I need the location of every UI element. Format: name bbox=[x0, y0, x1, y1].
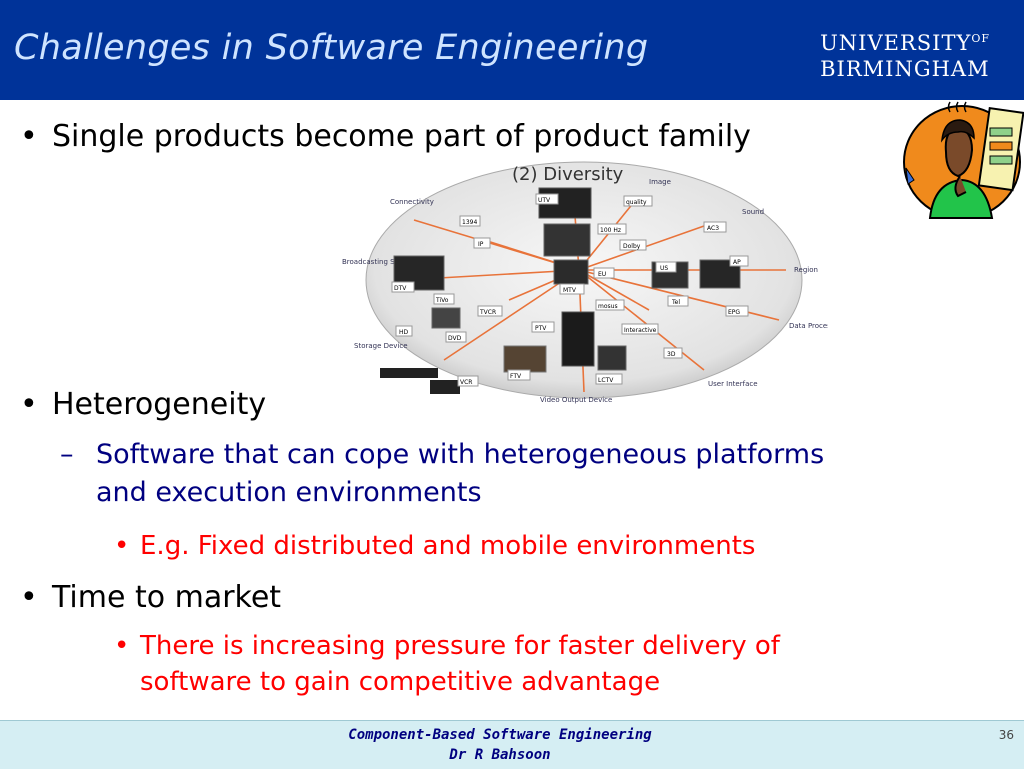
svg-text:100 Hz: 100 Hz bbox=[600, 227, 621, 234]
thinking-person-icon bbox=[903, 101, 1024, 219]
svg-text:Tel: Tel bbox=[671, 299, 680, 306]
dash-marker: – bbox=[60, 439, 74, 470]
logo-line1: UNIVERSITY bbox=[820, 31, 972, 55]
svg-text:PTV: PTV bbox=[535, 325, 547, 332]
bullet-marker: • bbox=[20, 580, 38, 615]
bullet-marker: • bbox=[20, 387, 38, 422]
diagram-title: (2) Diversity bbox=[512, 164, 624, 185]
bullet-3-text: Time to market bbox=[52, 580, 282, 615]
logo-line2: BIRMINGHAM bbox=[820, 57, 990, 81]
slide-title: Challenges in Software Engineering bbox=[14, 28, 649, 68]
bullet-1-text: Single products become part of product f… bbox=[52, 119, 751, 154]
svg-text:TiVo: TiVo bbox=[435, 297, 449, 304]
tv-devices bbox=[380, 187, 741, 394]
svg-text:mosus: mosus bbox=[598, 303, 618, 310]
slide-header: Challenges in Software Engineering UNIVE… bbox=[0, 0, 1024, 100]
svg-text:DTV: DTV bbox=[394, 285, 407, 292]
svg-text:Storage Device: Storage Device bbox=[354, 342, 408, 350]
bullet-3-sub-line1: There is increasing pressure for faster … bbox=[140, 631, 780, 661]
diversity-diagram: (2) Diversity Connectivity Image Sound R… bbox=[342, 161, 828, 404]
diagram-node-labels: UTV 1394 IP DTV TiVo HD DVD VCR PTV FTV … bbox=[391, 193, 749, 387]
svg-text:3D: 3D bbox=[667, 351, 676, 358]
svg-text:EU: EU bbox=[598, 271, 606, 278]
svg-text:EPG: EPG bbox=[728, 309, 740, 316]
svg-text:Video Output Device: Video Output Device bbox=[540, 396, 612, 404]
svg-text:Region: Region bbox=[794, 266, 818, 274]
svg-text:Sound: Sound bbox=[742, 208, 764, 216]
university-logo: UNIVERSITYOF BIRMINGHAM bbox=[820, 26, 990, 82]
svg-text:Broadcasting Standard: Broadcasting Standard bbox=[342, 258, 422, 266]
svg-text:LCTV: LCTV bbox=[598, 377, 614, 384]
logo-sup: OF bbox=[971, 32, 990, 45]
svg-text:FTV: FTV bbox=[510, 373, 522, 380]
svg-text:Interactive: Interactive bbox=[624, 327, 657, 334]
slide-footer: Component-Based Software Engineering Dr … bbox=[0, 720, 1024, 769]
svg-text:IP: IP bbox=[478, 241, 484, 248]
bullet-marker: • bbox=[114, 531, 130, 561]
svg-text:AC3: AC3 bbox=[707, 225, 719, 232]
page-number: 36 bbox=[998, 728, 1014, 742]
bullet-2-sub-line2: and execution environments bbox=[96, 477, 482, 508]
footer-author: Dr R Bahsoon bbox=[449, 747, 551, 763]
bullet-2-subsub-text: E.g. Fixed distributed and mobile enviro… bbox=[140, 531, 756, 561]
bullet-marker: • bbox=[114, 631, 130, 661]
svg-text:Connectivity: Connectivity bbox=[390, 198, 434, 206]
bullet-2-sub-line1: Software that can cope with heterogeneou… bbox=[96, 439, 825, 470]
svg-text:TVCR: TVCR bbox=[479, 309, 496, 316]
svg-text:AP: AP bbox=[733, 259, 741, 266]
bullet-3-sub-line2: software to gain competitive advantage bbox=[140, 667, 661, 697]
svg-text:1394: 1394 bbox=[462, 219, 477, 226]
svg-text:MTV: MTV bbox=[563, 287, 577, 294]
svg-text:US: US bbox=[660, 265, 668, 272]
svg-text:UTV: UTV bbox=[538, 197, 551, 204]
bullet-marker: • bbox=[20, 119, 38, 154]
svg-text:quality: quality bbox=[626, 199, 647, 206]
svg-text:VCR: VCR bbox=[460, 379, 472, 386]
svg-text:HD: HD bbox=[399, 329, 409, 336]
svg-text:User Interface: User Interface bbox=[708, 380, 758, 388]
diagram-outer-labels: Connectivity Image Sound Region Data Pro… bbox=[342, 178, 828, 404]
svg-text:Data Processin: Data Processin bbox=[789, 322, 828, 330]
footer-course: Component-Based Software Engineering bbox=[348, 727, 652, 743]
bullet-2-text: Heterogeneity bbox=[52, 387, 267, 422]
svg-text:DVD: DVD bbox=[448, 335, 462, 342]
svg-text:Image: Image bbox=[649, 178, 671, 186]
svg-text:Dolby: Dolby bbox=[623, 243, 641, 250]
